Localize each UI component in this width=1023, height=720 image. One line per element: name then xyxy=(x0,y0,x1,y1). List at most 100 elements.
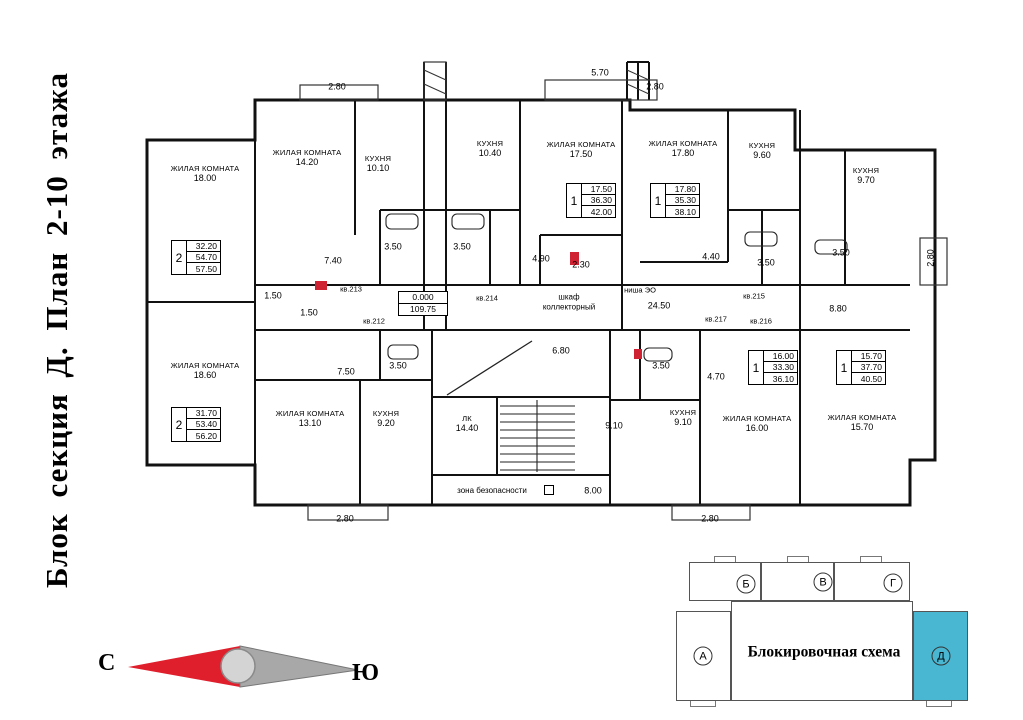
dimension-label: 7.50 xyxy=(337,366,355,377)
apartment-total-area: 56.20 xyxy=(195,430,217,441)
compass-south-label: Ю xyxy=(352,660,380,686)
apartment-spec-table: 1 17.80 35.30 38.10 xyxy=(650,183,700,218)
bath-fixtures xyxy=(385,213,848,362)
stairs xyxy=(446,340,575,472)
apartment-spec-table: 1 15.70 37.70 40.50 xyxy=(836,350,886,385)
dimension-label: 1.50 xyxy=(300,307,318,318)
room-label-living-18-00: ЖИЛАЯ КОМНАТА 18.00 xyxy=(171,164,240,184)
block-scheme-center-box xyxy=(731,601,913,701)
room-label-living-17-80: ЖИЛАЯ КОМНАТА 17.80 xyxy=(649,139,718,159)
dimension-label: 24.50 xyxy=(647,300,671,311)
room-label-kitchen-9-60: КУХНЯ 9.60 xyxy=(749,141,775,161)
apartment-living-area: 16.00 xyxy=(764,351,797,362)
apartment-rooms-count: 1 xyxy=(651,184,666,217)
apartment-rooms-count: 1 xyxy=(567,184,582,217)
room-label-kitchen-9-10: КУХНЯ 9.10 xyxy=(670,408,696,428)
dimension-label: 3.50 xyxy=(384,241,402,252)
room-name: ЖИЛАЯ КОМНАТА xyxy=(648,139,718,149)
room-area: 17.80 xyxy=(671,148,695,159)
block-scheme-section-b-label: Б xyxy=(736,574,756,594)
niche-label: ниша ЭО xyxy=(624,285,656,295)
room-area: 9.20 xyxy=(377,418,395,429)
compass-hub xyxy=(220,648,256,684)
dimension-label: 2.80 xyxy=(701,513,719,524)
room-area: 10.40 xyxy=(478,148,502,159)
room-label-living-15-70: ЖИЛАЯ КОМНАТА 15.70 xyxy=(828,413,897,433)
room-label-living-13-10: ЖИЛАЯ КОМНАТА 13.10 xyxy=(276,409,345,429)
apartment-total-area: 42.00 xyxy=(590,206,612,217)
room-name: ЖИЛАЯ КОМНАТА xyxy=(170,164,240,174)
room-area: 13.10 xyxy=(298,418,322,429)
compass-arrow xyxy=(128,645,359,688)
room-label-kitchen-9-70: КУХНЯ 9.70 xyxy=(853,166,879,186)
room-label-living-14-20: ЖИЛАЯ КОМНАТА 14.20 xyxy=(273,148,342,168)
apartment-living-area: 32.20 xyxy=(187,241,220,252)
dimension-label: 3.50 xyxy=(453,241,471,252)
dimension-label: 2.30 xyxy=(572,259,590,270)
compass-north-pointer xyxy=(128,646,240,687)
room-name: ЖИЛАЯ КОМНАТА xyxy=(272,148,342,158)
dimension-label: 7.40 xyxy=(324,255,342,266)
compass-north-label: С xyxy=(98,650,116,676)
block-scheme-porch xyxy=(690,700,716,707)
apartment-living-area: 31.70 xyxy=(187,408,220,419)
safety-zone-label: зона безопасности xyxy=(457,486,527,496)
block-scheme-section-d-label: Д xyxy=(931,646,951,666)
room-area: 9.60 xyxy=(753,150,771,161)
room-area: 14.40 xyxy=(455,423,479,434)
apartment-number-215: кв.215 xyxy=(743,291,765,301)
apartment-spec-table: 1 16.00 33.30 36.10 xyxy=(748,350,798,385)
room-name: КУХНЯ xyxy=(748,141,776,151)
room-label-living-17-50: ЖИЛАЯ КОМНАТА 17.50 xyxy=(547,140,616,160)
room-label-stairwell: ЛК 14.40 xyxy=(456,414,479,434)
elevation-mark: 0.000 109.75 xyxy=(398,291,448,316)
room-label-living-16-00: ЖИЛАЯ КОМНАТА 16.00 xyxy=(723,414,792,434)
dimension-label: 4.40 xyxy=(702,251,720,262)
room-name: ЖИЛАЯ КОМНАТА xyxy=(827,413,897,423)
block-scheme-title: Блокировочная схема xyxy=(747,643,901,661)
apartment-living-area: 15.70 xyxy=(852,351,885,362)
room-name: ЖИЛАЯ КОМНАТА xyxy=(722,414,792,424)
compass-south-pointer xyxy=(239,645,359,688)
balconies xyxy=(299,61,948,521)
apartment-useful-area: 33.30 xyxy=(764,362,797,373)
door-markers xyxy=(315,252,642,359)
elevation-value-bottom: 109.75 xyxy=(410,304,436,314)
apartment-spec-table: 1 17.50 36.30 42.00 xyxy=(566,183,616,218)
dimension-label: 2.80 xyxy=(646,81,664,92)
apartment-spec-table: 2 32.20 54.70 57.50 xyxy=(171,240,221,275)
room-label-kitchen-9-20: КУХНЯ 9.20 xyxy=(373,409,399,429)
apartment-useful-area: 54.70 xyxy=(187,252,220,263)
dimension-label: 3.50 xyxy=(757,257,775,268)
room-area: 15.70 xyxy=(850,422,874,433)
dimension-label: 6.80 xyxy=(552,345,570,356)
room-area: 9.70 xyxy=(857,175,875,186)
room-label-kitchen-10-10: КУХНЯ 10.10 xyxy=(365,154,391,174)
block-scheme-section-v-label: В xyxy=(813,572,833,592)
apartment-total-area: 36.10 xyxy=(772,373,794,384)
collector-cabinet-label: шкаф коллекторный xyxy=(543,292,595,311)
room-label-living-18-60: ЖИЛАЯ КОМНАТА 18.60 xyxy=(171,361,240,381)
dimension-label: 2.80 xyxy=(925,249,936,267)
apartment-number-216: кв.216 xyxy=(750,316,772,326)
room-area: 18.00 xyxy=(193,173,217,184)
room-name: КУХНЯ xyxy=(364,154,392,164)
block-scheme-section-g-label: Г xyxy=(883,573,903,593)
room-name: ЖИЛАЯ КОМНАТА xyxy=(546,140,616,150)
page-title: Блок секция Д. План 2-10 этажа xyxy=(39,71,74,589)
apartment-total-area: 40.50 xyxy=(860,373,882,384)
shaft-hatch xyxy=(423,69,650,95)
apartment-rooms-count: 1 xyxy=(837,351,852,384)
apartment-number-214: кв.214 xyxy=(476,293,498,303)
apartment-useful-area: 37.70 xyxy=(852,362,885,373)
apartment-total-area: 38.10 xyxy=(674,206,696,217)
apartment-living-area: 17.80 xyxy=(666,184,699,195)
apartment-spec-table: 2 31.70 53.40 56.20 xyxy=(171,407,221,442)
dimension-label: 8.00 xyxy=(584,485,602,496)
block-scheme-section-a-label: А xyxy=(693,646,713,666)
room-area: 18.60 xyxy=(193,370,217,381)
apartment-rooms-count: 2 xyxy=(172,241,187,274)
collector-cabinet-line1: шкаф xyxy=(558,292,580,302)
dimension-label: 5.70 xyxy=(591,67,609,78)
